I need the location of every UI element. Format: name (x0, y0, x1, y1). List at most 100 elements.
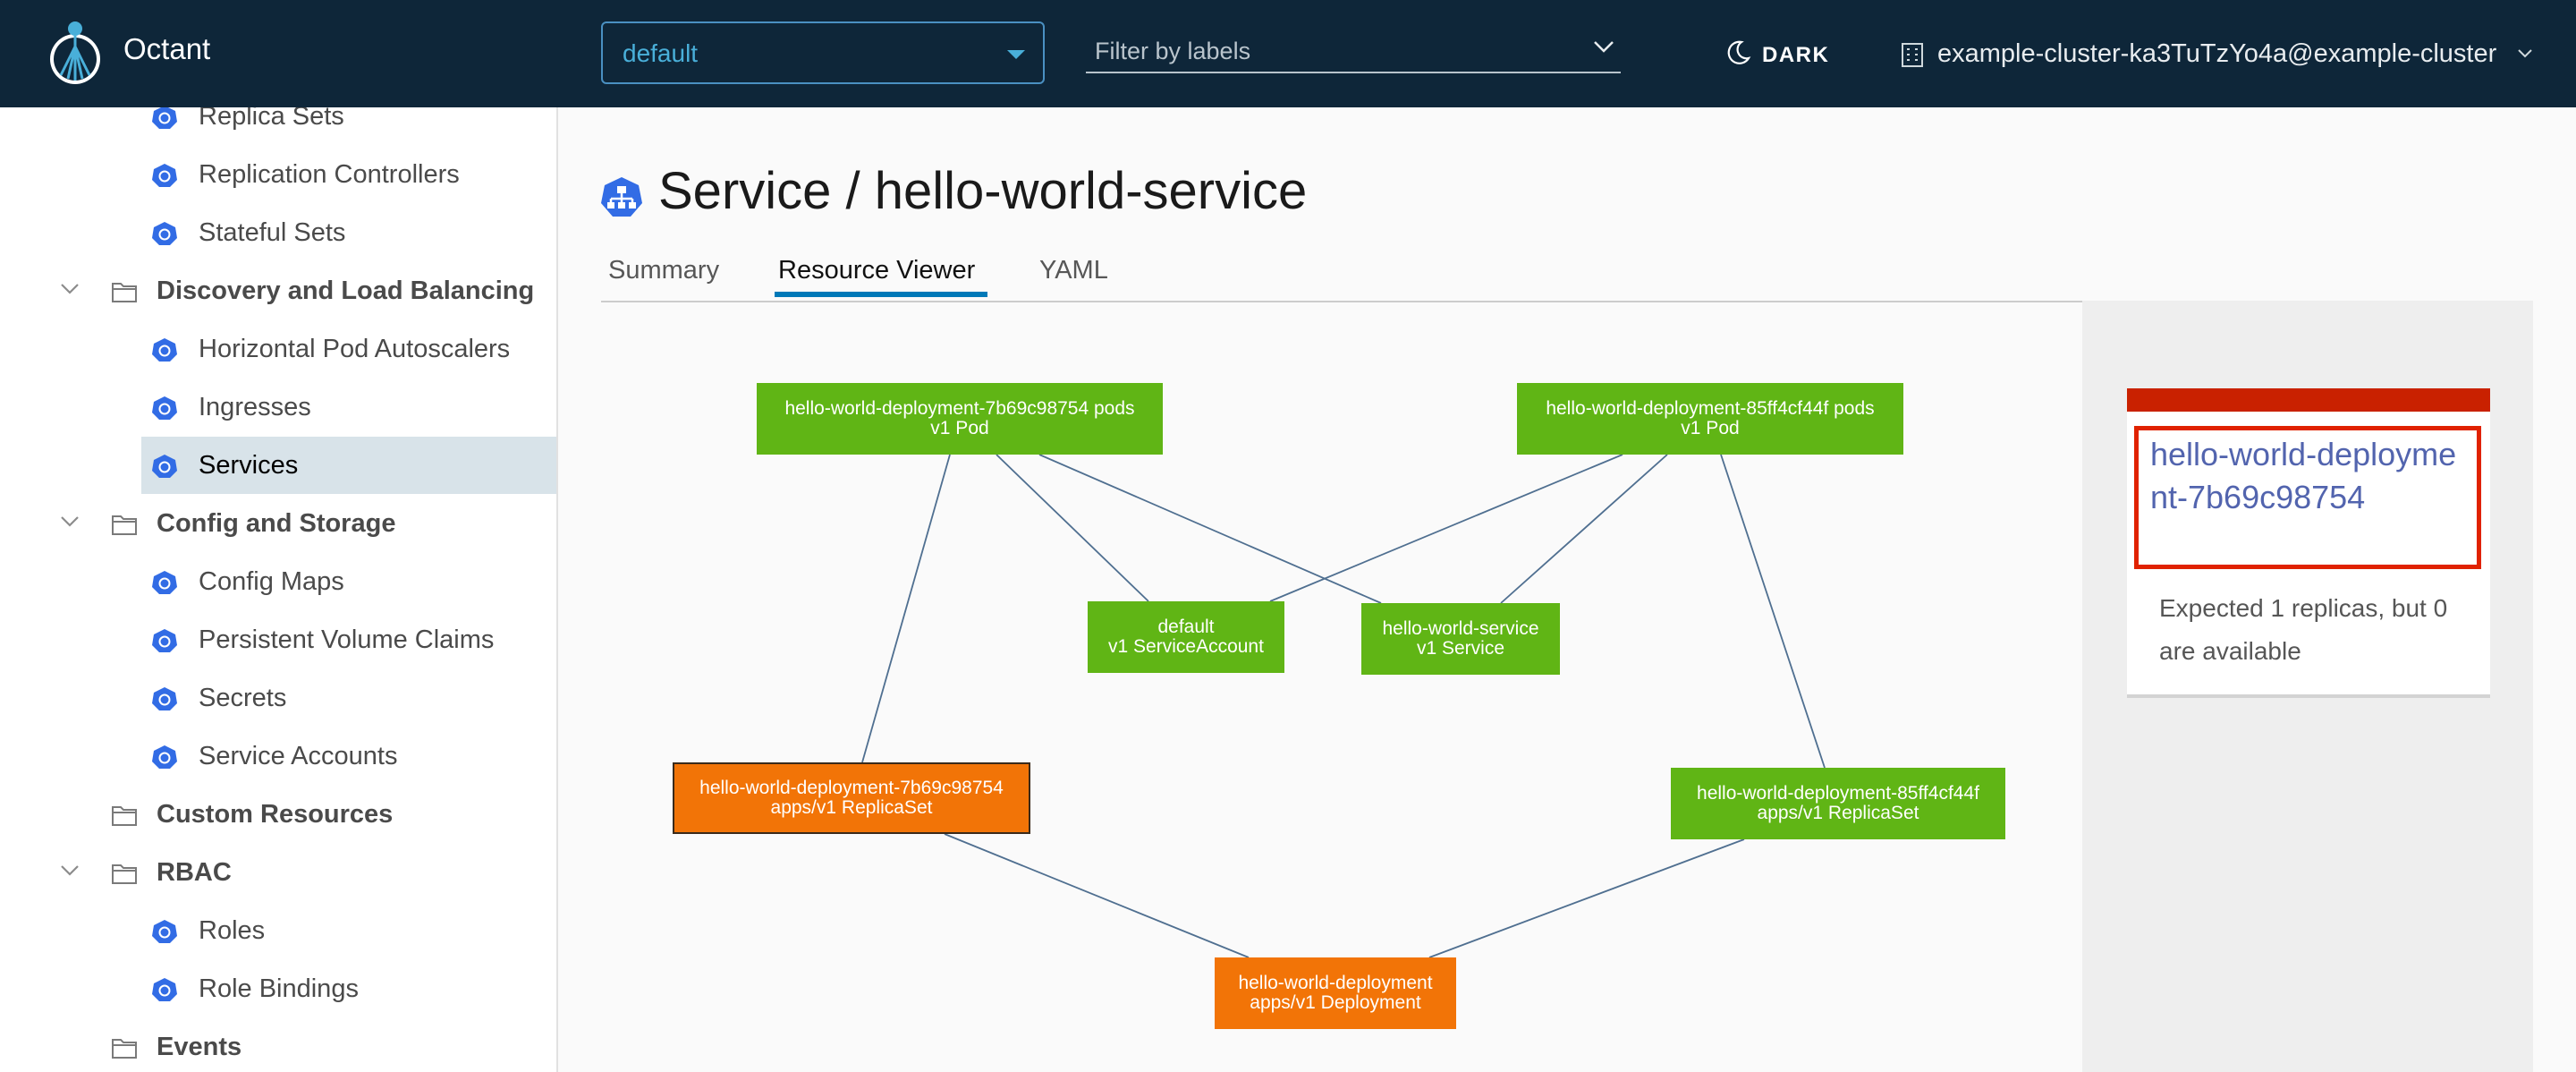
node-name: hello-world-deployment (1238, 973, 1433, 993)
node-name: default (1157, 617, 1215, 637)
node-kind: v1 Pod (1681, 418, 1740, 438)
sidebar-item-label: Horizontal Pod Autoscalers (199, 335, 511, 363)
graph-edge-rs-85-deploy (1428, 838, 1745, 958)
sidebar-item-label: RBAC (157, 858, 232, 887)
sidebar-item-label: Roles (199, 916, 266, 945)
sidebar-item-label: Stateful Sets (199, 218, 346, 247)
label-filter-input[interactable]: Filter by labels (1086, 23, 1621, 73)
namespace-select[interactable]: default (601, 21, 1045, 84)
sidebar-item-label: Services (199, 451, 299, 480)
node-kind: v1 Service (1416, 638, 1505, 659)
top-header: Octant default Filter by labels DARK exa… (0, 0, 2576, 107)
service-icon (601, 177, 642, 217)
dark-mode-label: DARK (1762, 43, 1830, 67)
chevron-down-icon[interactable] (59, 515, 80, 529)
error-status-bar (2127, 388, 2490, 412)
sidebar-item-discovery-and-load-balancing[interactable]: Discovery and Load Balancing (0, 262, 556, 319)
node-name: hello-world-deployment-85ff4cf44f pods (1546, 398, 1875, 419)
replication-controllers-icon (152, 164, 177, 187)
sidebar-item-roles[interactable]: Roles (0, 902, 556, 959)
graph-edge-pods-7b-svc (1038, 454, 1382, 604)
sidebar-item-label: Secrets (199, 684, 287, 712)
graph-edge-pods-85-rs-85 (1720, 454, 1826, 769)
tab-resource-viewer[interactable]: Resource Viewer (778, 256, 976, 285)
chevron-down-icon[interactable] (59, 282, 80, 296)
active-highlight (141, 437, 556, 494)
chevron-down-icon (2518, 49, 2532, 58)
caret-down-icon (1007, 50, 1025, 59)
sidebar-item-label: Service Accounts (199, 742, 398, 770)
tab-yaml[interactable]: YAML (1039, 256, 1108, 285)
sidebar-item-label: Config and Storage (157, 509, 396, 538)
service-icon (152, 455, 177, 478)
node-name: hello-world-service (1382, 618, 1539, 639)
graph-edge-pods-85-svc (1500, 454, 1668, 604)
label-filter-placeholder: Filter by labels (1095, 38, 1251, 64)
building-icon (1902, 43, 1923, 67)
sidebar-item-service-accounts[interactable]: Service Accounts (0, 727, 556, 785)
secret-icon (152, 687, 177, 710)
stateful-sets-icon (152, 222, 177, 245)
sidebar-item-ingresses[interactable]: Ingresses (0, 379, 556, 436)
sidebar-item-config-and-storage[interactable]: Config and Storage (0, 495, 556, 552)
node-name: hello-world-deployment-7b69c98754 (699, 778, 1004, 798)
page-title: Service / hello-world-service (658, 162, 1308, 220)
sidebar-item-replica-sets[interactable]: Replica Sets (0, 107, 556, 145)
active-tab-indicator (775, 292, 987, 297)
detail-message: Expected 1 replicas, but 0 are available (2159, 594, 2448, 665)
namespace-value: default (623, 39, 699, 67)
node-kind: v1 ServiceAccount (1108, 636, 1264, 657)
node-kind: apps/v1 Deployment (1250, 992, 1421, 1013)
sidebar-item-horizontal-pod-autoscalers[interactable]: Horizontal Pod Autoscalers (0, 320, 556, 378)
graph-edges (861, 454, 1826, 958)
sidebar-item-services[interactable]: Services (0, 437, 556, 494)
folder-icon (112, 515, 137, 535)
sidebar-item-custom-resources[interactable]: Custom Resources (0, 786, 556, 843)
sidebar-item-rbac[interactable]: RBAC (0, 844, 556, 901)
sidebar-item-persistent-volume-claims[interactable]: Persistent Volume Claims (0, 611, 556, 668)
moon-icon (1727, 40, 1751, 64)
graph-edge-pods-7b-sa (996, 454, 1149, 602)
pvc-icon (152, 629, 177, 652)
sidebar-item-label: Events (157, 1033, 242, 1061)
sidebar-item-label: Ingresses (199, 393, 311, 421)
graph-edge-pods-7b-rs-7b (861, 454, 951, 763)
sidebar-item-replication-controllers[interactable]: Replication Controllers (0, 146, 556, 203)
node-name: hello-world-deployment-7b69c98754 pods (784, 398, 1135, 419)
service-account-icon (152, 745, 177, 769)
octant-logo-icon[interactable] (47, 20, 104, 88)
node-name: hello-world-deployment-85ff4cf44f (1697, 783, 1979, 804)
replica-sets-icon (152, 107, 177, 129)
sidebar-item-label: Discovery and Load Balancing (157, 277, 535, 305)
chevron-down-icon[interactable] (1590, 36, 1617, 57)
sidebar-item-secrets[interactable]: Secrets (0, 669, 556, 727)
sidebar-item-config-maps[interactable]: Config Maps (0, 553, 556, 610)
chevron-down-icon[interactable] (59, 864, 80, 878)
role-binding-icon (152, 978, 177, 1001)
detail-title-link[interactable]: hello-world-deployment-7b69c98754 (2150, 436, 2457, 515)
folder-icon (112, 864, 137, 884)
node-kind: apps/v1 ReplicaSet (1757, 803, 1919, 823)
sidebar-item-stateful-sets[interactable]: Stateful Sets (0, 204, 556, 261)
sidebar-item-label: Replication Controllers (199, 160, 460, 189)
app-title[interactable]: Octant (123, 32, 211, 65)
tab-summary[interactable]: Summary (608, 256, 720, 285)
sidebar-item-events[interactable]: Events (0, 1018, 556, 1072)
sidebar-item-role-bindings[interactable]: Role Bindings (0, 960, 556, 1017)
node-kind: v1 Pod (930, 418, 989, 438)
sidebar-item-label: Config Maps (199, 567, 344, 596)
context-label: example-cluster-ka3TuTzYo4a@example-clus… (1937, 39, 2497, 68)
sidebar-item-label: Persistent Volume Claims (199, 625, 495, 654)
config-map-icon (152, 571, 177, 594)
node-kind: apps/v1 ReplicaSet (770, 797, 933, 818)
sidebar-item-label: Replica Sets (199, 107, 344, 131)
